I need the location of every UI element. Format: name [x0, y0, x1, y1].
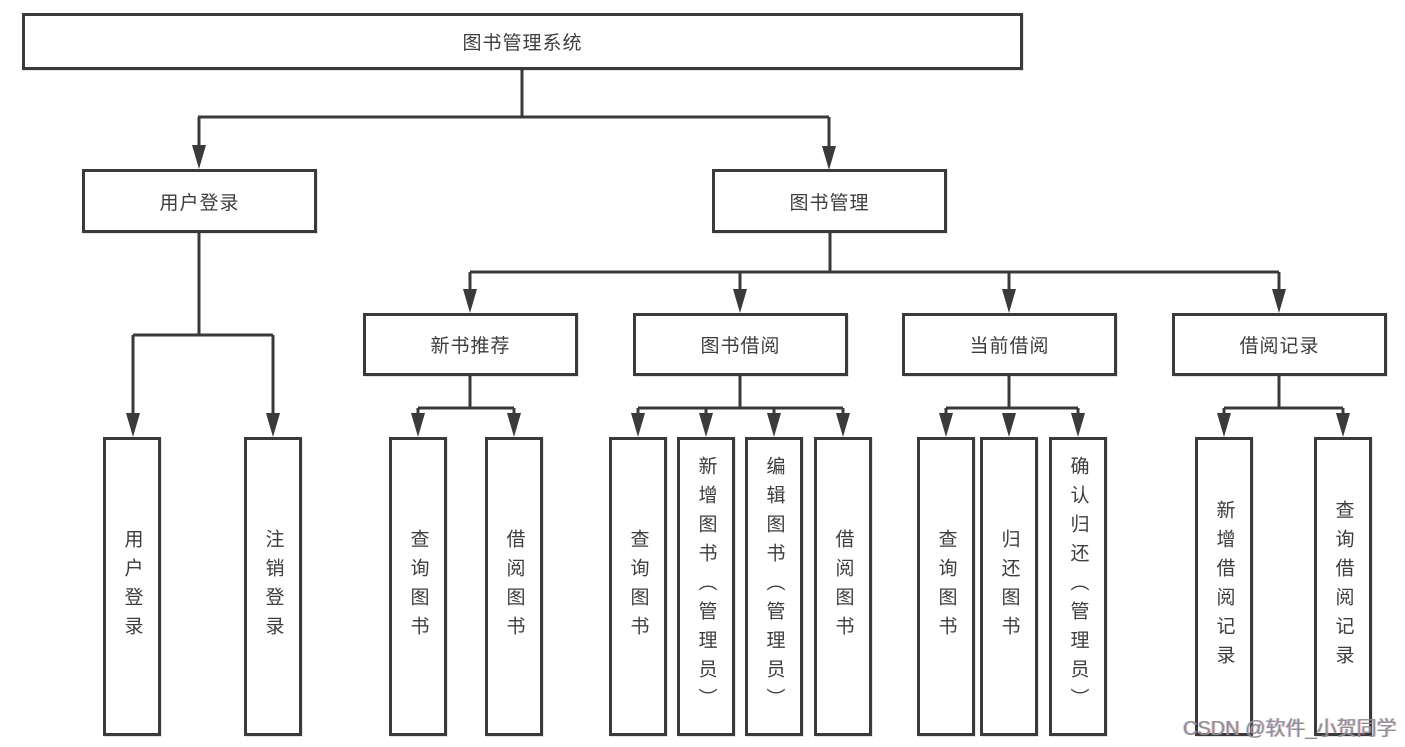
node-label: 当前借阅	[969, 336, 1050, 357]
node-label: 归还图书	[998, 528, 1020, 645]
leaf-borrow-books-recommend: 借阅图书	[485, 437, 543, 736]
node-label: 注销登录	[262, 528, 284, 645]
node-root-system: 图书管理系统	[22, 13, 1023, 70]
leaf-query-books-current: 查询图书	[917, 437, 975, 736]
node-current-borrow: 当前借阅	[902, 313, 1117, 376]
leaf-confirm-return-admin: 确认归还（管理员）	[1049, 437, 1107, 736]
leaf-add-books-admin: 新增图书（管理员）	[677, 437, 735, 736]
leaf-query-books-recommend: 查询图书	[389, 437, 447, 736]
node-book-borrow: 图书借阅	[633, 313, 848, 376]
leaf-logout: 注销登录	[244, 437, 302, 736]
leaf-borrow-books: 借阅图书	[814, 437, 872, 736]
leaf-query-borrow-record: 查询借阅记录	[1314, 437, 1372, 736]
node-borrow-records: 借阅记录	[1172, 313, 1387, 376]
node-label: 编辑图书（管理员）	[763, 456, 785, 717]
node-label: 借阅图书	[832, 528, 854, 645]
node-label: 查询图书	[627, 528, 649, 645]
node-label: 新增借阅记录	[1213, 499, 1235, 674]
leaf-add-borrow-record: 新增借阅记录	[1195, 437, 1253, 736]
node-label: 确认归还（管理员）	[1067, 456, 1089, 717]
node-label: 新增图书（管理员）	[695, 456, 717, 717]
node-new-book-recommend: 新书推荐	[363, 313, 578, 376]
leaf-edit-books-admin: 编辑图书（管理员）	[745, 437, 803, 736]
node-label: 用户登录	[121, 528, 143, 645]
node-label: 图书借阅	[700, 336, 781, 357]
leaf-user-login: 用户登录	[103, 437, 161, 736]
node-label: 查询图书	[407, 528, 429, 645]
node-label: 借阅记录	[1239, 336, 1320, 357]
node-label: 图书管理系统	[462, 33, 583, 54]
node-label: 查询借阅记录	[1332, 499, 1354, 674]
node-label: 查询图书	[935, 528, 957, 645]
csdn-watermark: CSDN @软件_小贺同学	[1183, 718, 1397, 740]
node-label: 图书管理	[789, 192, 870, 214]
node-label: 用户登录	[159, 192, 240, 214]
node-book-management: 图书管理	[712, 169, 947, 233]
leaf-return-books: 归还图书	[980, 437, 1038, 736]
node-label: 新书推荐	[430, 336, 511, 357]
leaf-query-books-borrow: 查询图书	[609, 437, 667, 736]
node-user-login: 用户登录	[82, 169, 317, 233]
node-label: 借阅图书	[503, 528, 525, 645]
arrowheads	[126, 145, 1350, 437]
